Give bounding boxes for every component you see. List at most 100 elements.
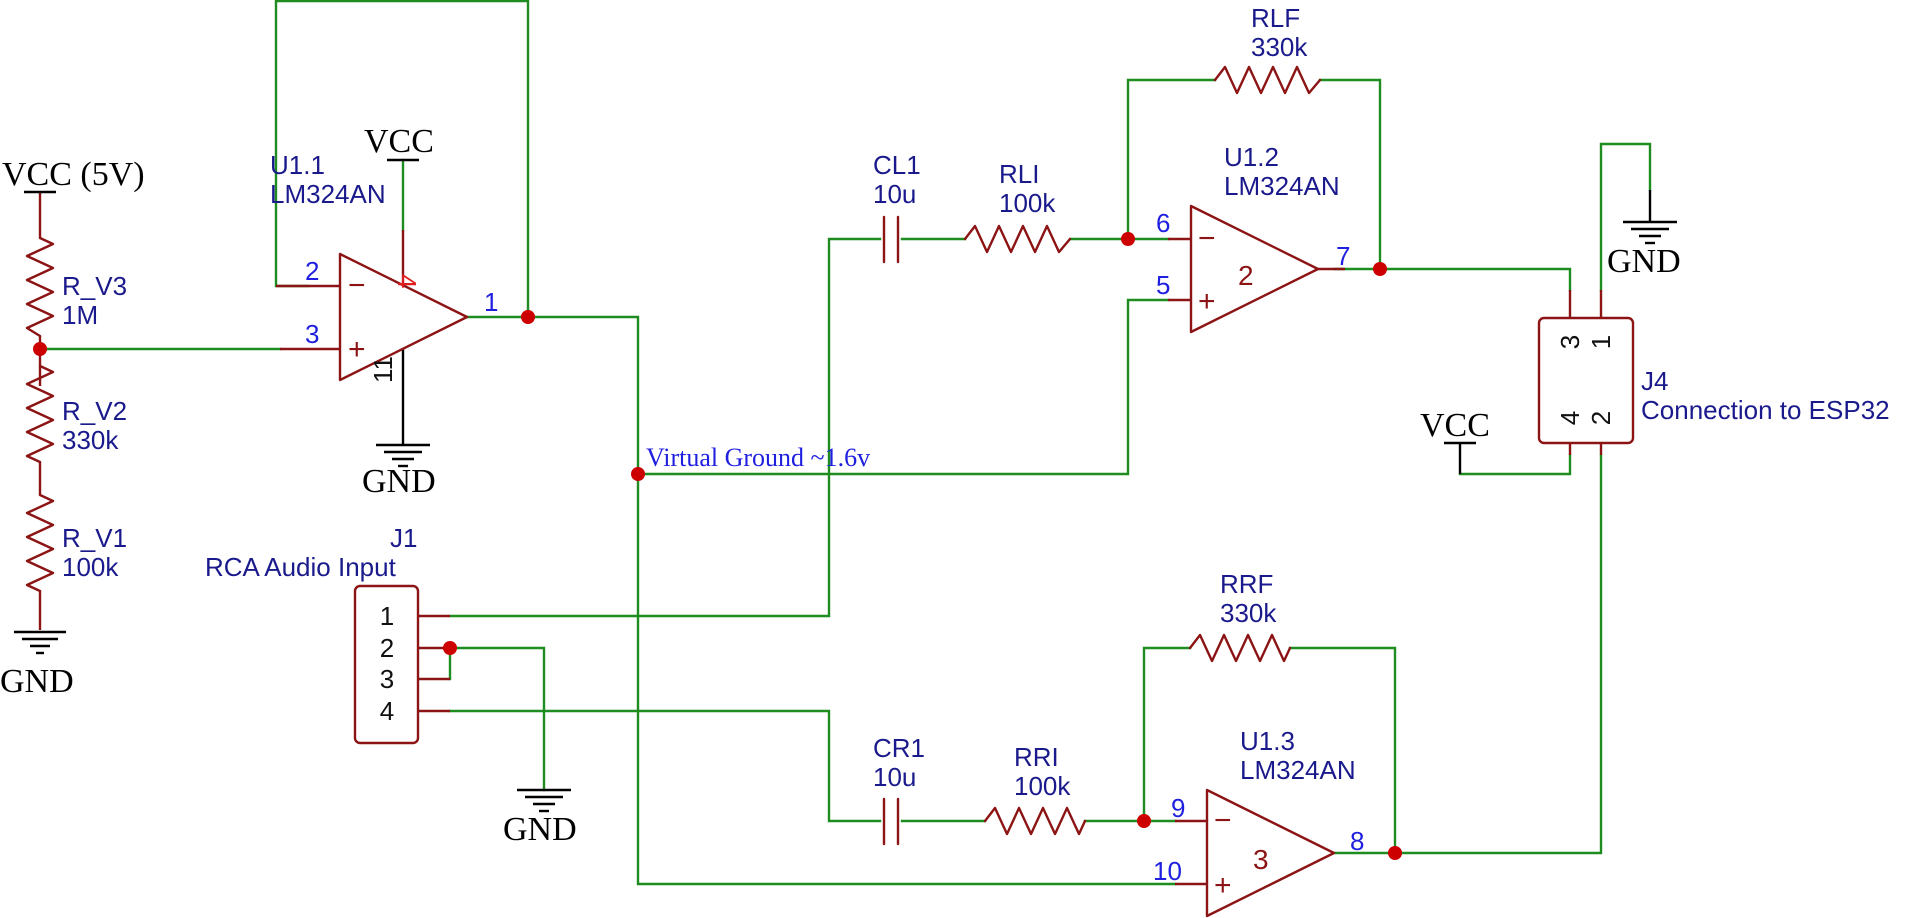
wire-j1-pin4 <box>448 709 882 823</box>
u1-2-pin-out: 7 <box>1336 241 1350 271</box>
j1-pin-3: 3 <box>380 664 394 694</box>
gnd-divider-label: GND <box>0 663 74 700</box>
rri-value: 100k <box>1014 771 1071 801</box>
resistor-rri <box>983 806 1087 836</box>
wire-rlf-output <box>1318 78 1382 271</box>
cl1-value: 10u <box>873 179 916 209</box>
u1-2-unit-number: 2 <box>1238 260 1254 291</box>
vcc-5v-label: VCC (5V) <box>2 156 145 193</box>
vcc-j4-label: VCC <box>1420 407 1490 444</box>
wire-rrf-feedback <box>1142 646 1192 823</box>
connector-j1: 1 2 3 4 <box>353 584 450 745</box>
u1-1-plus-sign: + <box>348 333 366 366</box>
r-v1-value: 100k <box>62 552 119 582</box>
resistor-r-v3 <box>25 236 55 338</box>
u1-1-pin-neg: 2 <box>305 256 319 286</box>
j1-ref: J1 <box>390 523 417 553</box>
u1-1-pin-vcc: 4 <box>392 274 422 288</box>
u1-3-unit-number: 3 <box>1253 844 1269 875</box>
rlf-value: 330k <box>1251 32 1308 62</box>
wire-j4-u1-3 <box>1333 453 1603 855</box>
component-labels: R_V3 1M R_V2 330k R_V1 100k U1.1 LM324AN… <box>62 3 1890 801</box>
junction-u1-3-out <box>1388 846 1402 860</box>
opamp-u1-3: − + 3 <box>1175 788 1336 918</box>
junction-u1-2-minus <box>1121 232 1135 246</box>
cl1-ref: CL1 <box>873 150 921 180</box>
rrf-value: 330k <box>1220 598 1277 628</box>
resistors <box>25 65 1322 836</box>
rli-value: 100k <box>999 188 1056 218</box>
j4-pin-2: 2 <box>1586 411 1616 425</box>
u1-3-pin-out: 8 <box>1350 826 1364 856</box>
resistor-rli <box>963 224 1072 254</box>
wire-vcc-j4 <box>1458 453 1572 476</box>
wire-j4-gnd <box>1599 142 1652 292</box>
rli-ref: RLI <box>999 159 1039 189</box>
u1-1-value: LM324AN <box>270 179 386 209</box>
r-v1-ref: R_V1 <box>62 523 127 553</box>
wire-j1-pin1 <box>448 237 882 618</box>
u1-1-minus-sign: − <box>348 269 366 302</box>
j1-value: RCA Audio Input <box>205 552 397 582</box>
u1-1-pin-gnd: 11 <box>368 356 398 383</box>
opamp-u1-1: − + <box>276 230 469 445</box>
wire-u1-output <box>465 315 1177 886</box>
opamp-u1-2: − + 2 <box>1168 204 1345 334</box>
capacitors <box>882 215 900 846</box>
junction-u1-2-out <box>1373 262 1387 276</box>
u1-2-value: LM324AN <box>1224 171 1340 201</box>
r-v3-ref: R_V3 <box>62 271 127 301</box>
rrf-ref: RRF <box>1220 569 1273 599</box>
j4-value: Connection to ESP32 <box>1641 395 1890 425</box>
junctions <box>33 232 1402 860</box>
j4-pin-1: 1 <box>1586 335 1616 349</box>
wire-u1-2-to-j4 <box>1333 267 1572 292</box>
wire-rlf-feedback <box>1126 78 1217 241</box>
pin-numbers: 2 3 1 4 11 6 5 7 9 10 8 <box>305 208 1364 886</box>
u1-1-pin-out: 1 <box>484 287 498 317</box>
wire-rrf-output <box>1288 646 1397 855</box>
resistor-r-v1 <box>25 493 55 593</box>
r-v3-value: 1M <box>62 300 98 330</box>
r-v2-value: 330k <box>62 425 119 455</box>
junction-divider <box>33 342 47 356</box>
u1-2-minus-sign: − <box>1198 222 1216 255</box>
j4-pin-3: 3 <box>1555 335 1585 349</box>
rri-ref: RRI <box>1014 742 1059 772</box>
u1-1-ref: U1.1 <box>270 150 325 180</box>
cr1-ref: CR1 <box>873 733 925 763</box>
u1-1-pin-pos: 3 <box>305 319 319 349</box>
gnd-j4-label: GND <box>1607 243 1681 280</box>
u1-3-plus-sign: + <box>1214 869 1232 902</box>
j4-pin-4: 4 <box>1555 411 1585 425</box>
gnd-u1-label: GND <box>362 463 436 500</box>
junction-virtual-ground <box>631 467 645 481</box>
u1-3-value: LM324AN <box>1240 755 1356 785</box>
u1-3-minus-sign: − <box>1214 804 1232 837</box>
j1-pin-4: 4 <box>380 696 394 726</box>
virtual-ground-label: Virtual Ground ~1.6v <box>646 443 870 472</box>
junction-j1-gnd <box>443 641 457 655</box>
j1-pin-2: 2 <box>380 633 394 663</box>
j4-ref: J4 <box>1641 366 1668 396</box>
resistor-rrf <box>1188 633 1292 663</box>
u1-2-pin-neg: 6 <box>1156 208 1170 238</box>
resistor-r-v2 <box>25 364 55 464</box>
power-symbols: VCC (5V) VCC VCC GND GND GND GND <box>0 123 1681 848</box>
u1-2-pin-pos: 5 <box>1156 270 1170 300</box>
u1-3-pin-neg: 9 <box>1171 793 1185 823</box>
wire-j1-pin2-gnd <box>448 646 546 792</box>
r-v2-ref: R_V2 <box>62 396 127 426</box>
u1-2-plus-sign: + <box>1198 285 1216 318</box>
u1-2-ref: U1.2 <box>1224 142 1279 172</box>
wire-vg-to-u1-2-plus <box>636 298 1170 476</box>
connector-j4: 3 1 4 2 <box>1537 290 1635 455</box>
u1-3-ref: U1.3 <box>1240 726 1295 756</box>
j1-pin-1: 1 <box>380 601 394 631</box>
junction-u1-out <box>521 310 535 324</box>
junction-u1-3-minus <box>1137 814 1151 828</box>
cr1-value: 10u <box>873 762 916 792</box>
rlf-ref: RLF <box>1251 3 1300 33</box>
gnd-j1-label: GND <box>503 811 577 848</box>
